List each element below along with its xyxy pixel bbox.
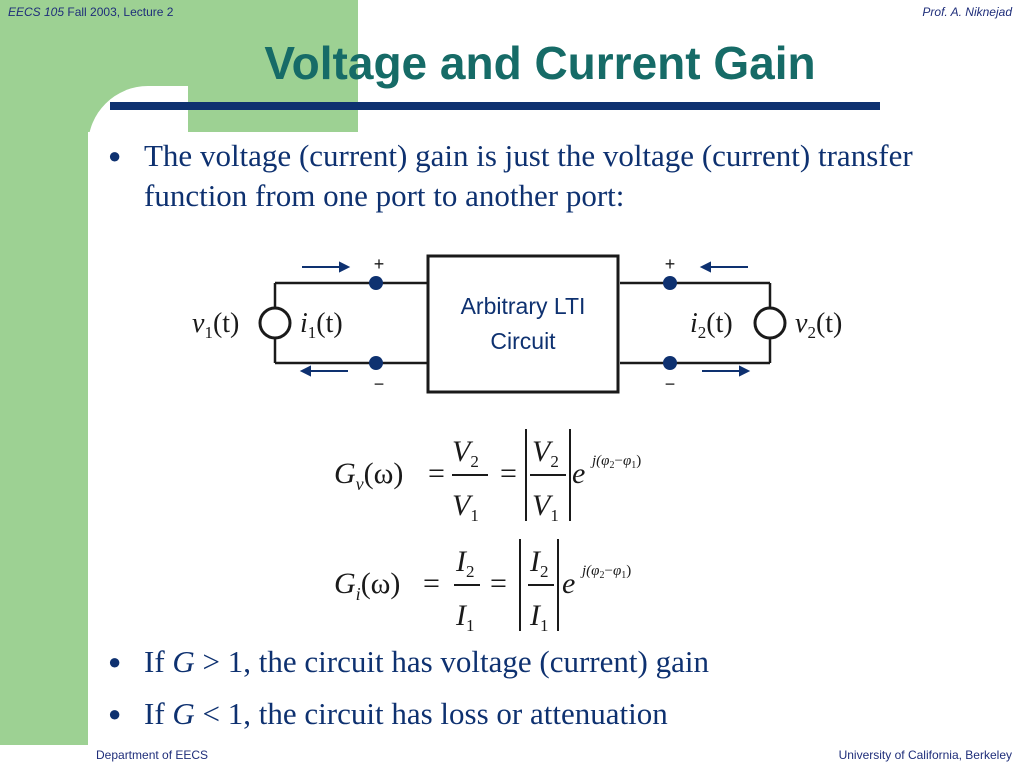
label-v2: v2(t): [795, 308, 842, 342]
gv-lhs: Gv(ω): [334, 457, 403, 494]
frac-num: V2: [452, 435, 479, 471]
bullet-text: The voltage (current) gain is just the v…: [144, 138, 913, 213]
frac-num: I2: [455, 545, 475, 581]
exponent: j(φ2−φ1): [580, 563, 631, 581]
frac-den: I1: [455, 599, 475, 635]
terminal-right-top: [663, 276, 677, 290]
lti-circuit-diagram: Arbitrary LTI Circuit + + − − v1(t) i1(t…: [192, 254, 842, 394]
bullet-text: If G < 1, the circuit has loss or attenu…: [144, 696, 668, 731]
label-i2: i2(t): [690, 308, 733, 342]
footer-university: University of California, Berkeley: [838, 748, 1012, 762]
terminal-right-bottom: [663, 356, 677, 370]
arrow-right-icon: [739, 365, 751, 377]
abs-num: I2: [529, 545, 549, 581]
header-author: Prof. A. Niknejad: [922, 5, 1012, 19]
bullet-dot-icon: ●: [108, 701, 122, 726]
gi-lhs: Gi(ω): [334, 567, 400, 604]
label-v1: v1(t): [192, 308, 239, 342]
box-label-line2: Circuit: [490, 328, 556, 354]
header-course: EECS 105 Fall 2003, Lecture 2: [8, 5, 173, 19]
slide-frame-left: [0, 0, 88, 745]
label-i1: i1(t): [300, 308, 343, 342]
exponent: j(φ2−φ1): [590, 453, 641, 471]
abs-num: V2: [532, 435, 559, 471]
source-left-icon: [258, 306, 292, 340]
lti-box: [426, 254, 620, 394]
equation-current-gain: Gi(ω) = I2 I1 = I2 I1 e j(φ2−φ1): [334, 539, 631, 635]
terminal-left-top: [369, 276, 383, 290]
equals-2: =: [490, 567, 507, 600]
slide-title: Voltage and Current Gain: [264, 37, 816, 89]
minus-left: −: [374, 374, 385, 394]
course-term: Fall 2003, Lecture 2: [67, 5, 174, 19]
slide-content-corner: [88, 86, 188, 236]
box-label-line1: Arbitrary LTI: [461, 293, 586, 319]
bullet-dot-icon: ●: [108, 143, 122, 168]
bullet-dot-icon: ●: [108, 649, 122, 674]
equals-2: =: [500, 457, 517, 490]
slide-content-area: [88, 132, 1024, 745]
arrow-left-icon: [299, 365, 311, 377]
abs-den: I1: [529, 599, 549, 635]
arrow-left-icon: [699, 261, 711, 273]
frac-den: V1: [452, 489, 479, 525]
equals-1: =: [423, 567, 440, 600]
plus-right: +: [665, 254, 676, 274]
abs-den: V1: [532, 489, 559, 525]
bullet-text: If G > 1, the circuit has voltage (curre…: [144, 644, 709, 679]
minus-right: −: [665, 374, 676, 394]
terminal-left-bottom: [369, 356, 383, 370]
title-rule: [110, 102, 880, 110]
equals-1: =: [428, 457, 445, 490]
exp-base: e: [562, 567, 575, 600]
footer-department: Department of EECS: [96, 748, 209, 762]
arrow-right-icon: [339, 261, 351, 273]
equation-voltage-gain: Gv(ω) = V2 V1 = V2 V1 e j(φ2−φ1): [334, 429, 641, 525]
course-code: EECS 105: [8, 5, 65, 19]
exp-base: e: [572, 457, 585, 490]
plus-left: +: [374, 254, 385, 274]
source-right-icon: [753, 306, 787, 340]
